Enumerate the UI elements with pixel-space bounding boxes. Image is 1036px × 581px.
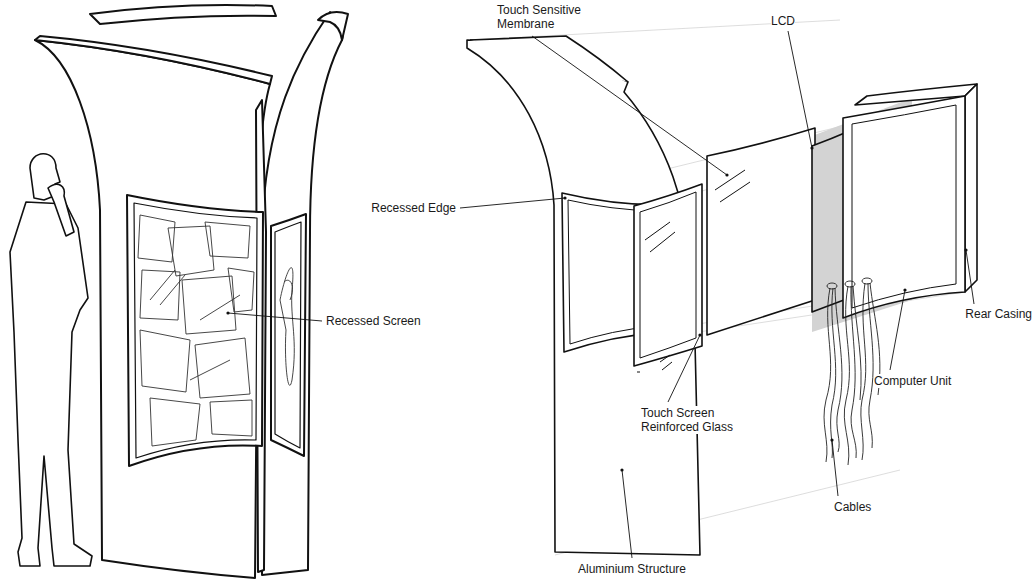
part-label: LCD (771, 14, 795, 28)
part-label: Aluminium Structure (578, 562, 686, 576)
leader-lines (228, 31, 974, 558)
glass-inner (640, 192, 696, 358)
back-panel (90, 5, 276, 24)
side-screen-inner (275, 222, 301, 448)
casing-inner (852, 105, 956, 308)
part-label: Touch Screen Reinforced Glass (641, 406, 741, 434)
structure-top (470, 36, 628, 82)
screen-frame (127, 195, 263, 466)
glass-glint (637, 355, 672, 372)
part-label: Rear Casing (965, 307, 1032, 321)
left-panel-rim (35, 36, 272, 84)
part-label: Touch Sensitive Membrane (497, 3, 597, 31)
person-silhouette (10, 154, 92, 566)
casing-side (965, 84, 977, 292)
right-panel (262, 12, 343, 575)
touch-membrane (707, 128, 815, 335)
part-label: Recessed Screen (326, 314, 421, 328)
reinforced-glass (634, 184, 702, 366)
glints (645, 170, 750, 252)
side-screen (271, 214, 306, 456)
aluminium-structure (467, 40, 700, 555)
exploded-parts (467, 36, 977, 555)
leader-dots (226, 146, 967, 471)
rear-casing (843, 96, 965, 318)
cables (824, 278, 880, 465)
screen-content (138, 215, 294, 446)
part-label: Recessed Edge (356, 201, 456, 215)
part-label: Cables (834, 500, 871, 514)
right-panel-rim (318, 12, 348, 40)
screen-inner (134, 203, 257, 458)
part-label: Computer Unit (874, 374, 951, 388)
